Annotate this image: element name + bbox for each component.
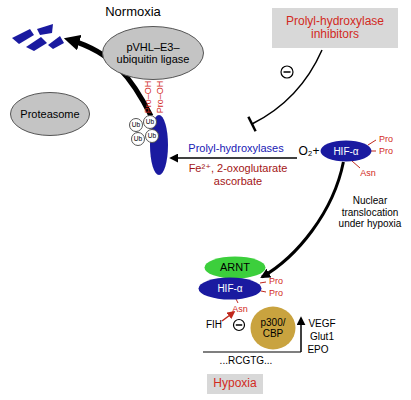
fragment <box>12 29 34 44</box>
ligase-oval: pVHL–E3– ubiquitin ligase <box>102 26 204 80</box>
node-label: Ub <box>146 118 154 125</box>
translocation-arrow <box>262 162 343 277</box>
ellipse-shape <box>321 141 372 162</box>
residue-label: Pro <box>269 276 283 286</box>
fragment <box>37 24 53 35</box>
proteasome-oval: Proteasome <box>10 92 90 136</box>
edge-label: Nuclear translocation under hypoxia <box>331 195 409 230</box>
ubiquitin-circle: Ub <box>131 132 145 146</box>
node-text-area: Hypoxia <box>207 374 263 394</box>
inhibitor-box: Prolyl-hydroxylase inhibitors <box>272 8 398 48</box>
node-label: Hypoxia <box>213 377 256 390</box>
node-label: p300/ CBP <box>256 317 290 339</box>
target-gene: Glut1 <box>310 331 334 343</box>
panel-heading: Normoxia <box>105 5 161 20</box>
inhibition-bar <box>248 117 255 131</box>
node-text-area: HIF-α <box>320 140 372 162</box>
ellipse-shape <box>11 93 90 136</box>
ellipse-shape <box>205 257 266 279</box>
ubiquitin-circle: Ub <box>145 129 159 143</box>
ellipse-shape <box>199 278 262 300</box>
ellipse-shape <box>251 307 296 350</box>
hif-alpha-oval: HIF-α <box>198 277 262 300</box>
residue-label: Asn <box>360 168 376 178</box>
inhibit-symbol <box>281 66 293 78</box>
residue-label: Pro–OH <box>143 81 153 114</box>
arnt-oval: ARNT <box>204 256 266 279</box>
dna-sequence: ...RCGTG... <box>220 355 273 367</box>
tick <box>236 299 238 303</box>
enzyme-label: FIH <box>206 319 222 331</box>
minus-circle <box>281 66 293 78</box>
residue-label: Asn <box>232 304 248 314</box>
residue-label: Pro <box>269 288 283 298</box>
inhibition-line <box>252 50 322 124</box>
fragment <box>26 37 47 51</box>
node-text-area: p300/ CBP <box>250 306 296 350</box>
enzyme-label: Prolyl-hydroxylases <box>188 142 283 155</box>
node-label: Ub <box>132 121 140 128</box>
node-text-area: Ub <box>143 115 157 129</box>
minus-circle <box>234 320 245 331</box>
transcription-arrow <box>300 318 302 352</box>
node-text-area: Prolyl-hydroxylase inhibitors <box>272 8 398 48</box>
tick <box>352 161 360 168</box>
ellipse-shape <box>146 130 159 143</box>
hypoxia-box: Hypoxia <box>207 374 263 394</box>
node-label: Ub <box>148 132 156 139</box>
hif-alpha-oval: HIF-α <box>320 140 372 162</box>
target-gene: VEGF <box>308 318 335 330</box>
node-text-area: Ub <box>131 132 145 146</box>
ubiquitin-circle: Ub <box>129 118 143 132</box>
minus-line <box>236 324 242 326</box>
node-label: pVHL–E3– ubiquitin ligase <box>111 41 195 65</box>
node-label: HIF-α <box>333 146 358 157</box>
tick <box>260 282 266 283</box>
tick <box>368 140 376 145</box>
node-text-area: Ub <box>129 118 143 132</box>
hydroxylation-arrow <box>171 157 297 159</box>
coactivator-circle: p300/ CBP <box>250 306 296 350</box>
ellipse-shape <box>103 27 204 80</box>
node-label: HIF-α <box>217 283 242 294</box>
fragment <box>48 36 64 49</box>
ellipse-shape <box>130 119 143 132</box>
residue-label: Pro <box>379 134 393 144</box>
ellipse-shape <box>132 133 145 146</box>
node-text-area: Proteasome <box>10 92 90 136</box>
node-text-area: ARNT <box>204 256 266 279</box>
node-text-area: pVHL–E3– ubiquitin ligase <box>102 26 204 80</box>
minus-line <box>284 71 291 73</box>
tick <box>371 151 376 152</box>
node-label: ARNT <box>220 261 250 273</box>
residue-label: Pro–OH <box>155 81 165 114</box>
cofactor-label: Fe²⁺, 2-oxoglutarate ascorbate <box>176 162 301 187</box>
residue-label: Pro <box>379 146 393 156</box>
dna-line <box>203 351 301 352</box>
node-text-area: Ub <box>145 129 159 143</box>
tick <box>261 291 266 292</box>
fih-arrow <box>222 312 234 321</box>
ubiquitin-circle: Ub <box>143 115 157 129</box>
node-label: Ub <box>134 135 142 142</box>
target-gene: EPO <box>307 344 328 356</box>
degraded-fragments <box>12 24 64 51</box>
ellipse-shape <box>144 116 157 129</box>
fih-inhibit-symbol <box>234 320 245 331</box>
oxygen-label: O₂+ <box>299 145 320 159</box>
node-label: Proteasome <box>20 108 79 120</box>
node-label: Prolyl-hydroxylase inhibitors <box>275 15 395 41</box>
node-text-area: HIF-α <box>198 277 262 300</box>
